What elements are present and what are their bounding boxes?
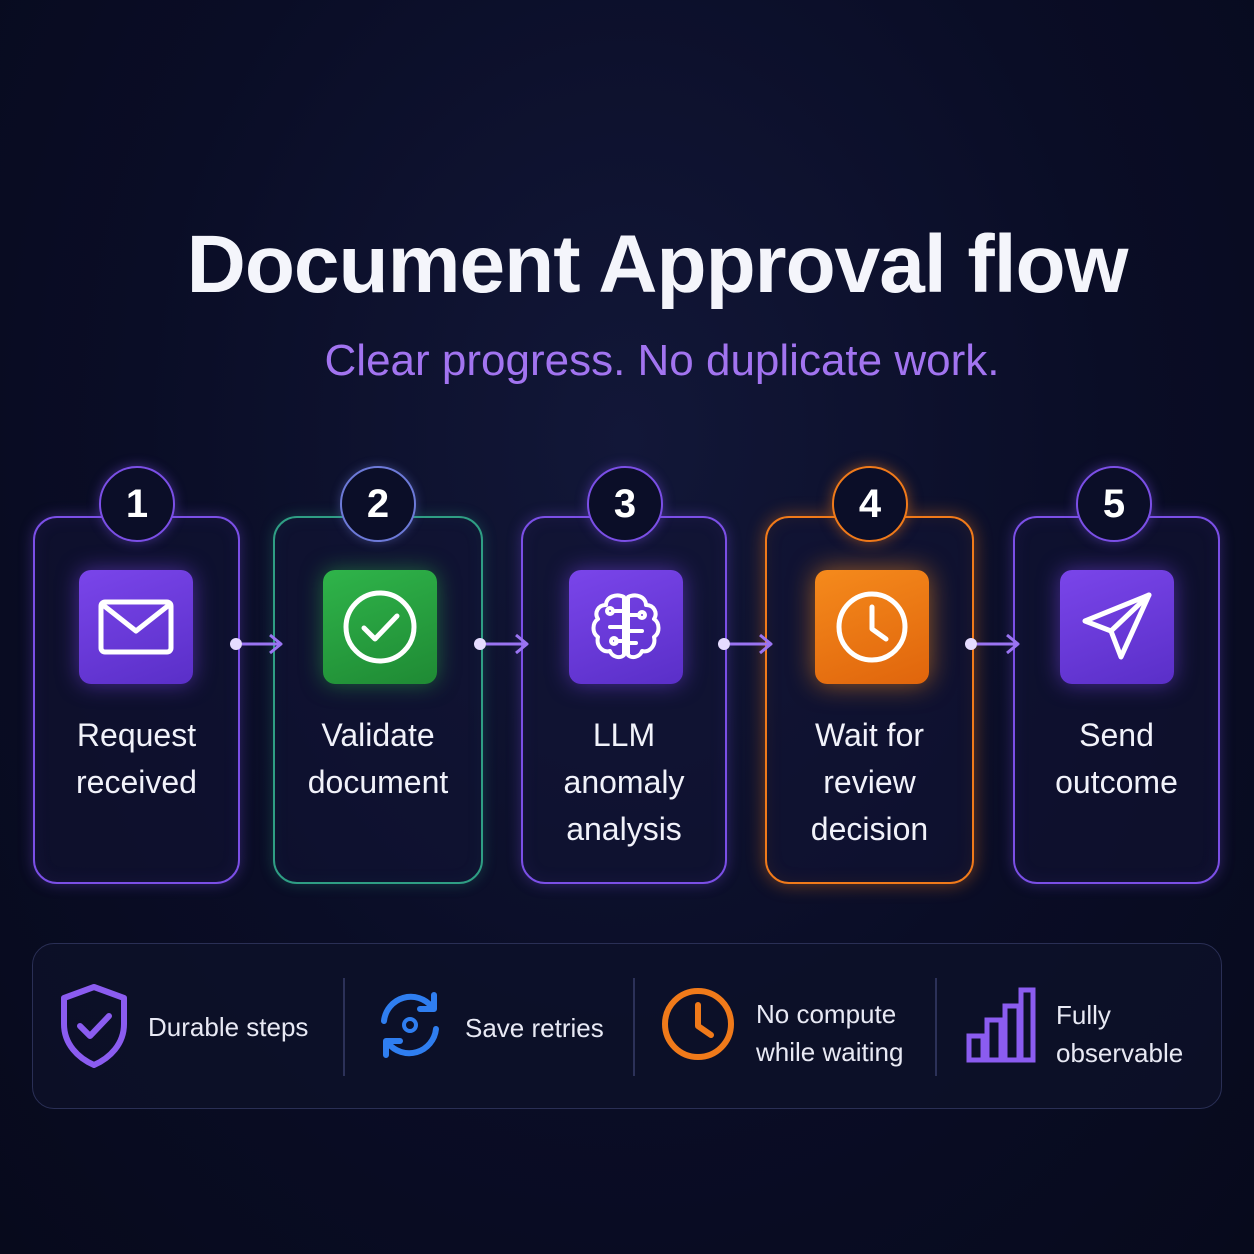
refresh-icon [381,992,439,1058]
step-number-4: 4 [832,466,908,542]
connector-arrow-1-2 [230,633,283,655]
envelope-icon [79,570,193,684]
step-label-line: Wait for [814,717,925,753]
step-card-4 [765,516,974,884]
step-label-line: Validate [321,717,435,753]
brain-icon [569,570,683,684]
feature-label-line: Save retries [465,1013,604,1043]
step-label-5: Send outcome [1013,712,1220,806]
step-label-line: document [307,764,449,800]
step-label-line: anomaly [563,764,685,800]
step-label-line: analysis [566,811,682,847]
step-label-line: decision [810,811,929,847]
step-number-5: 5 [1076,466,1152,542]
feature-label-line: while waiting [756,1037,904,1067]
feature-label-line: No compute [756,999,897,1029]
bar-chart-icon [966,987,1036,1063]
step-label-2: Validate document [273,712,483,806]
step-label-1: Request received [33,712,240,806]
connector-arrow-2-3 [474,633,529,655]
feature-label-line: Fully [1056,1000,1111,1030]
feature-label-line: Durable steps [148,1012,309,1042]
paper-plane-icon [1060,570,1174,684]
feature-label-line: observable [1056,1038,1184,1068]
feature-label-3: No compute while waiting [756,995,903,1071]
step-label-line: Send [1079,717,1154,753]
clock-icon [662,988,734,1060]
step-number-1: 1 [99,466,175,542]
step-label-line: outcome [1055,764,1178,800]
step-label-line: review [823,764,916,800]
step-number-2: 2 [340,466,416,542]
step-label-line: LLM [592,717,656,753]
features-divider [343,978,345,1076]
feature-label-4: Fully observable [1056,996,1183,1072]
step-card-5 [1013,516,1220,884]
features-divider [633,978,635,1076]
step-label-line: received [76,764,197,800]
feature-label-1: Durable steps [148,1008,308,1046]
features-bar [32,943,1222,1109]
clock-icon [815,570,929,684]
step-label-line: Request [76,717,197,753]
connector-arrow-4-5 [965,633,1020,655]
check-circle-icon [323,570,437,684]
page-title: Document Approval flow [186,219,1129,310]
features-divider [935,978,937,1076]
page-subtitle: Clear progress. No duplicate work. [324,336,1000,385]
step-number-3: 3 [587,466,663,542]
step-label-4: Wait for review decision [765,712,974,853]
shield-check-icon [61,984,127,1068]
feature-label-2: Save retries [465,1009,604,1047]
step-label-3: LLM anomaly analysis [521,712,727,853]
connector-arrow-3-4 [718,633,773,655]
